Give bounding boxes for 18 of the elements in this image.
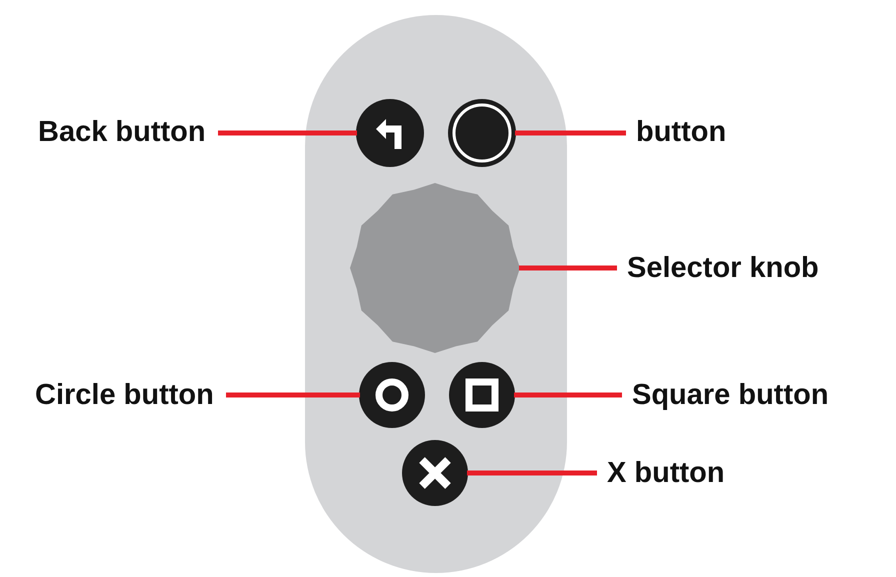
round-button <box>448 99 516 167</box>
leader-line <box>226 392 360 398</box>
leader-line <box>467 470 597 476</box>
part-label: X button <box>607 456 725 490</box>
part-label: Back button <box>38 115 206 149</box>
circle-button <box>359 362 425 428</box>
leader-line <box>515 130 626 136</box>
leader-line <box>218 130 357 136</box>
part-label: button <box>636 115 726 149</box>
back-button <box>356 99 424 167</box>
part-label: Square button <box>632 378 829 412</box>
x-button <box>402 440 468 506</box>
leader-line <box>519 266 617 270</box>
part-label: Circle button <box>35 378 214 412</box>
selector-knob <box>350 183 520 353</box>
leader-line <box>514 392 622 398</box>
part-label: Selector knob <box>627 251 819 285</box>
square-button <box>449 362 515 428</box>
